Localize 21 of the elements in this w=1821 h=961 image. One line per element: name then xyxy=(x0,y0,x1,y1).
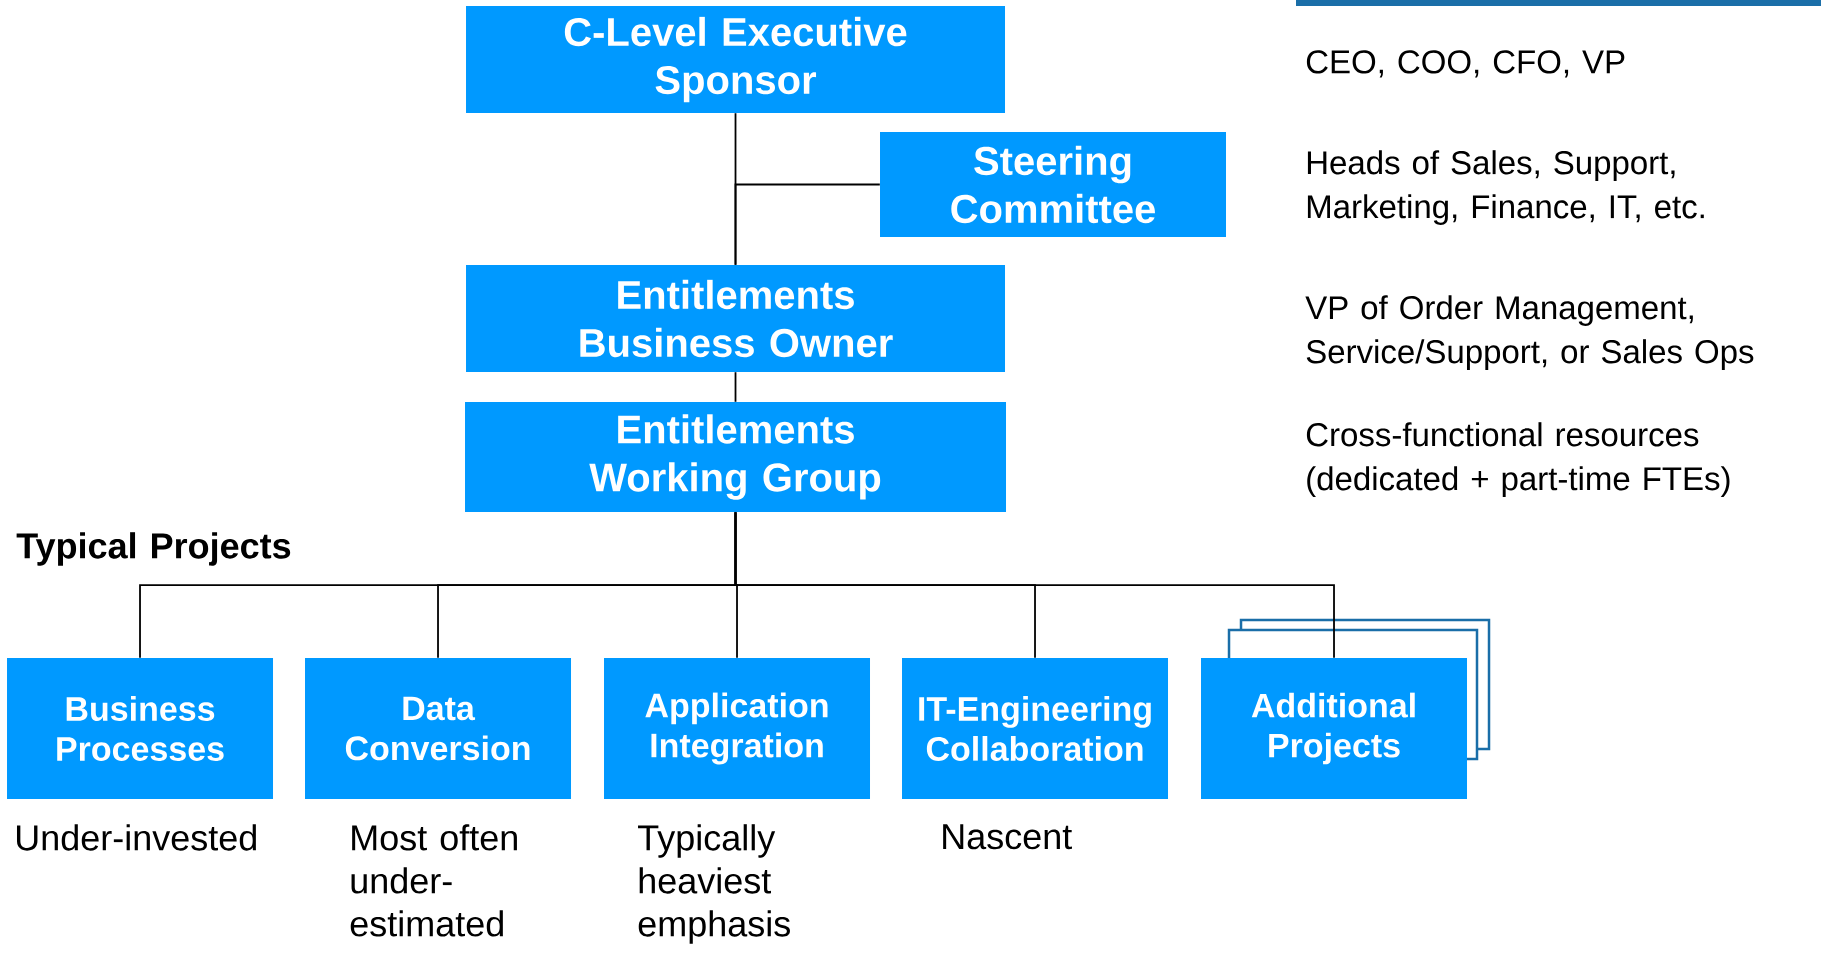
note-text: Nascent xyxy=(943,824,1072,850)
note-text: VP of Order Management, Service/Support, or Sales Ops xyxy=(1305,295,1754,370)
process-box: C-Level Executive Sponsor xyxy=(466,6,1005,113)
process-box: Data Conversion xyxy=(305,658,571,799)
connector-line xyxy=(734,183,881,266)
process-box: Entitlements Business Owner xyxy=(466,265,1005,372)
process-box: Business Processes xyxy=(7,658,273,799)
stacked-project-box: Additional Projects xyxy=(1201,618,1491,799)
section-heading: Typical Projects xyxy=(16,532,291,566)
process-box: Application Integration xyxy=(604,658,870,799)
note-text: CEO, COO, CFO, VP xyxy=(1306,50,1625,78)
note-text: Cross-functional resources (dedicated + part-time FTEs) xyxy=(1306,422,1730,497)
process-box: Entitlements Working Group xyxy=(465,402,1006,512)
connector-line xyxy=(734,511,1335,659)
connector-line xyxy=(734,371,737,403)
process-box: IT-Engineering Collaboration xyxy=(902,658,1168,799)
note-text: Typically heaviest emphasis xyxy=(638,824,790,944)
process-box: Steering Committee xyxy=(880,132,1226,237)
note-text: Under-invested xyxy=(17,824,256,851)
note-text: Heads of Sales, Support, Marketing, Finance, IT, etc. xyxy=(1307,150,1704,225)
note-text: Most often under-estimated xyxy=(350,824,517,937)
